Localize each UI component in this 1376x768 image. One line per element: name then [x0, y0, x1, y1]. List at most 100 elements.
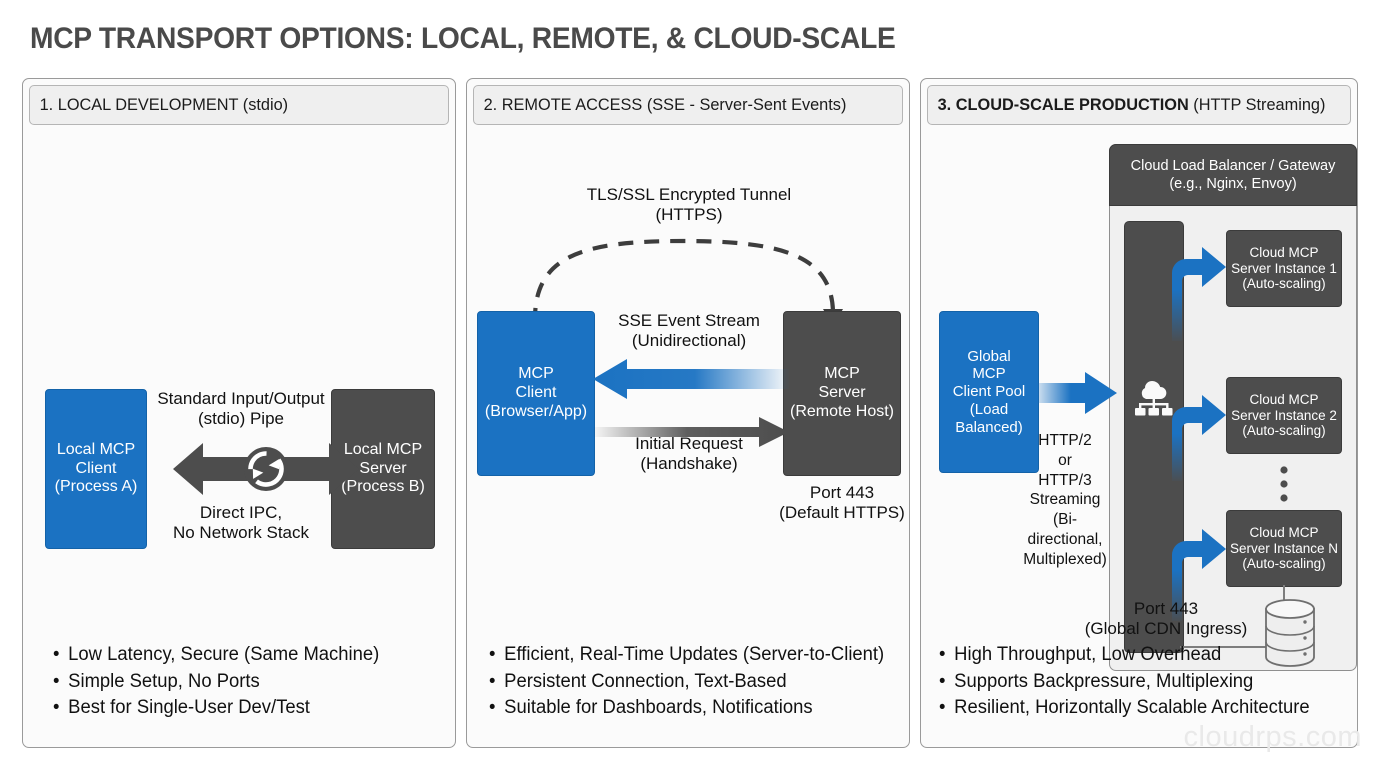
port-line-2: (Default HTTPS) [779, 503, 905, 523]
panel-1-header-regular: (stdio) [242, 95, 289, 114]
server-line-1: Local MCP [343, 440, 423, 458]
panel-2-header: 2. REMOTE ACCESS (SSE - Server-Sent Even… [473, 85, 903, 125]
panel-local-development: 1. LOCAL DEVELOPMENT (stdio) Local MCP C… [22, 78, 456, 748]
instance-1-line-1: Cloud MCP [1249, 244, 1319, 260]
lb-header-line-1: Cloud Load Balancer / Gateway [1130, 157, 1336, 174]
direct-ipc-label-line-2: No Network Stack [172, 523, 310, 543]
panel-remote-access: 2. REMOTE ACCESS (SSE - Server-Sent Even… [466, 78, 910, 748]
direct-ipc-label: Direct IPC, No Network Stack [147, 503, 335, 544]
instance-1-line-3: (Auto-scaling) [1242, 276, 1326, 292]
list-item: Low Latency, Secure (Same Machine) [53, 642, 379, 668]
server-line-2: Server [818, 384, 866, 402]
protocol-line-4: Streaming [1029, 491, 1101, 509]
initial-request-arrow-right [593, 415, 789, 449]
client-line-2: Client [75, 459, 117, 477]
tls-tunnel-line-1: TLS/SSL Encrypted Tunnel [586, 185, 792, 204]
port-line-1: Port 443 [809, 483, 875, 502]
sse-stream-arrow-left [593, 357, 789, 401]
sse-event-stream-label: SSE Event Stream (Unidirectional) [595, 311, 783, 352]
initial-request-line-2: (Handshake) [640, 454, 738, 474]
panel-2-header-text: 2. REMOTE ACCESS (SSE - Server-Sent Even… [474, 95, 847, 115]
panel-2-header-regular: (SSE - Server-Sent Events) [646, 95, 847, 114]
panel-3-bullet-list: High Throughput, Low Overhead Supports B… [939, 642, 1321, 721]
panel-2-header-bold: 2. REMOTE ACCESS [483, 95, 643, 114]
local-mcp-client-box[interactable]: Local MCP Client (Process A) [45, 389, 147, 549]
server-line-3: (Remote Host) [789, 402, 895, 420]
client-line-2: Client [515, 384, 557, 402]
tls-tunnel-label: TLS/SSL Encrypted Tunnel (HTTPS) [559, 185, 819, 226]
stdio-pipe-label-line-1: Standard Input/Output [157, 389, 325, 408]
pool-line-1: Global [967, 347, 1011, 365]
pool-line-3: Client Pool [952, 383, 1026, 401]
port-443-label: Port 443 (Default HTTPS) [767, 483, 917, 524]
mcp-client-box[interactable]: MCP Client (Browser/App) [477, 311, 595, 476]
pool-line-4: (Load [969, 400, 1009, 418]
initial-request-line-1: Initial Request [635, 434, 743, 453]
instance-2-line-3: (Auto-scaling) [1242, 423, 1326, 439]
list-item: Supports Backpressure, Multiplexing [939, 669, 1310, 695]
protocol-line-6: Multiplexed) [1023, 550, 1107, 568]
stdio-pipe-label-line-2: (stdio) Pipe [198, 409, 284, 429]
list-item: Best for Single-User Dev/Test [53, 695, 379, 721]
list-item: Efficient, Real-Time Updates (Server-to-… [489, 642, 884, 668]
panel-1-bullet-list: Low Latency, Secure (Same Machine) Simpl… [53, 642, 389, 721]
stdio-pipe-label: Standard Input/Output (stdio) Pipe [147, 389, 335, 430]
protocol-line-5: (Bi-directional, [1027, 511, 1103, 549]
page-title: MCP TRANSPORT OPTIONS: LOCAL, REMOTE, & … [30, 22, 896, 55]
list-item: Persistent Connection, Text-Based [489, 669, 884, 695]
list-item: Resilient, Horizontally Scalable Archite… [939, 695, 1309, 721]
mcp-server-box[interactable]: MCP Server (Remote Host) [783, 311, 901, 476]
instance-1-line-2: Server Instance 1 [1231, 260, 1337, 276]
load-balancer-header: Cloud Load Balancer / Gateway (e.g., Ngi… [1109, 144, 1357, 206]
protocol-line-3: HTTP/3 [1038, 471, 1092, 489]
ingress-arrow-right [1033, 371, 1117, 415]
instance-n-line-3: (Auto-scaling) [1242, 556, 1326, 572]
server-line-2: Server [359, 459, 407, 477]
cloud-server-instance-1[interactable]: Cloud MCP Server Instance 1 (Auto-scalin… [1226, 230, 1342, 307]
cloud-server-instance-2[interactable]: Cloud MCP Server Instance 2 (Auto-scalin… [1226, 377, 1342, 454]
direct-ipc-label-line-1: Direct IPC, [199, 503, 283, 522]
client-line-3: (Browser/App) [484, 402, 588, 420]
cdn-port-line-2: (Global CDN Ingress) [1084, 619, 1248, 639]
sse-label-line-1: SSE Event Stream [618, 311, 760, 330]
sync-refresh-icon [244, 447, 288, 491]
panel-3-header-regular: (HTTP Streaming) [1193, 95, 1326, 114]
panel-3-header-bold: 3. CLOUD-SCALE PRODUCTION [937, 95, 1189, 114]
vertical-ellipsis-icon [1278, 465, 1290, 505]
panel-2-bullet-list: Efficient, Real-Time Updates (Server-to-… [489, 642, 896, 721]
instance-2-line-1: Cloud MCP [1249, 391, 1319, 407]
cloud-server-instance-n[interactable]: Cloud MCP Server Instance N (Auto-scalin… [1226, 510, 1342, 587]
pool-line-5: Balanced) [955, 418, 1023, 436]
cloud-load-balancer-container: Cloud Load Balancer / Gateway (e.g., Ngi… [1109, 144, 1357, 671]
cloud-network-icon [1133, 372, 1175, 416]
tls-tunnel-line-2: (HTTPS) [655, 205, 723, 225]
pool-line-2: MCP [972, 365, 1006, 383]
client-line-1: Local MCP [56, 440, 136, 458]
initial-request-label: Initial Request (Handshake) [595, 434, 783, 475]
instance-2-line-2: Server Instance 2 [1231, 407, 1337, 423]
server-line-3: (Process B) [341, 478, 425, 496]
load-balancer-fanout-arrows [1166, 221, 1266, 641]
client-line-1: MCP [518, 365, 554, 383]
server-line-1: MCP [824, 365, 860, 383]
panel-cloud-scale-production: 3. CLOUD-SCALE PRODUCTION (HTTP Streamin… [920, 78, 1358, 748]
panel-3-header-text: 3. CLOUD-SCALE PRODUCTION (HTTP Streamin… [928, 95, 1326, 115]
lb-header-line-2: (e.g., Nginx, Envoy) [1169, 176, 1297, 192]
port-443-cdn-label: Port 443 (Global CDN Ingress) [1051, 599, 1281, 640]
sse-label-line-2: (Unidirectional) [631, 331, 747, 351]
panel-3-header: 3. CLOUD-SCALE PRODUCTION (HTTP Streamin… [927, 85, 1351, 125]
list-item: High Throughput, Low Overhead [939, 642, 1310, 668]
protocol-line-1: HTTP/2 [1038, 432, 1092, 449]
list-item: Suitable for Dashboards, Notifications [489, 695, 884, 721]
instance-n-line-1: Cloud MCP [1249, 524, 1319, 540]
client-line-3: (Process A) [54, 478, 138, 496]
instance-n-line-2: Server Instance N [1229, 540, 1339, 556]
panel-1-header-bold: 1. LOCAL DEVELOPMENT [39, 95, 239, 114]
panel-1-header: 1. LOCAL DEVELOPMENT (stdio) [29, 85, 449, 125]
http-streaming-label: HTTP/2 or HTTP/3 Streaming (Bi-direction… [1017, 431, 1113, 570]
protocol-line-2: or [1058, 451, 1072, 469]
list-item: Simple Setup, No Ports [53, 669, 379, 695]
cdn-port-line-1: Port 443 [1133, 599, 1199, 618]
bidirectional-stdio-arrow [173, 437, 359, 501]
